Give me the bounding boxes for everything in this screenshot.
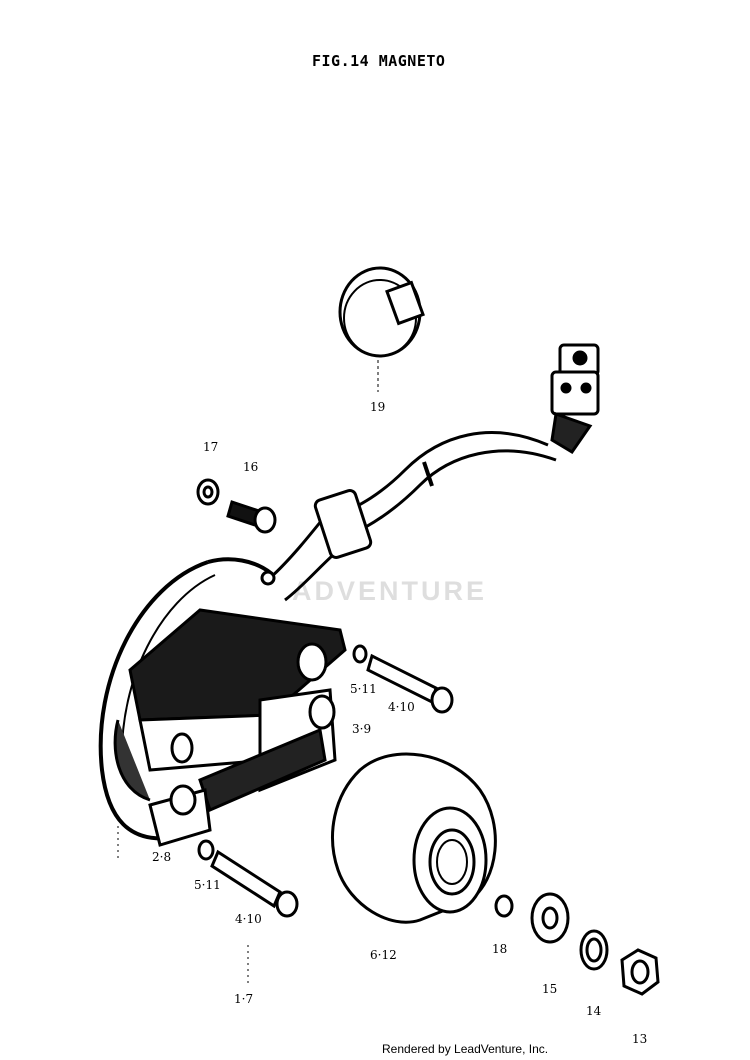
leader-lines <box>117 826 249 985</box>
label-rotor: 6·12 <box>370 948 397 962</box>
stator-screw-upper-part <box>366 653 454 714</box>
nut-13-part <box>620 948 660 996</box>
label-stator-base: 2·8 <box>152 850 172 864</box>
screw-16-part <box>226 500 277 534</box>
watermark: ADVENTURE <box>292 576 488 606</box>
key-18-part <box>494 894 514 918</box>
label-nut-13: 13 <box>632 1032 648 1046</box>
wire-harness <box>268 431 557 602</box>
label-stator-washer-upper: 5·11 <box>350 682 377 696</box>
label-screw-16: 16 <box>243 460 259 474</box>
label-washer-15: 15 <box>542 982 558 996</box>
footer-credit: Rendered by LeadVenture, Inc. <box>382 1042 549 1056</box>
label-washer-17: 17 <box>203 440 219 454</box>
label-assembly: 1·7 <box>234 992 254 1006</box>
stator-plate-part <box>98 557 347 847</box>
label-stator-washer-lower: 5·11 <box>194 878 221 892</box>
label-clamp-19: 19 <box>370 400 386 414</box>
connector-part <box>550 343 600 455</box>
figure-title: FIG.14 MAGNETO <box>312 52 446 70</box>
stator-washer-upper-part <box>352 644 368 664</box>
label-key-18: 18 <box>492 942 508 956</box>
rotor-flywheel-part <box>331 752 497 924</box>
washer-15-part <box>530 892 570 944</box>
label-stator-coil: 3·9 <box>352 722 372 736</box>
label-stator-screw-lower: 4·10 <box>235 912 262 926</box>
label-stator-screw-upper: 4·10 <box>388 700 415 714</box>
stator-washer-lower-part <box>197 839 215 861</box>
hose-clamp-part <box>338 266 425 392</box>
label-lock-washer-14: 14 <box>586 1004 602 1018</box>
lock-washer-14-part <box>579 929 609 971</box>
washer-17-part <box>196 478 220 506</box>
stator-screw-lower-part <box>210 849 299 918</box>
